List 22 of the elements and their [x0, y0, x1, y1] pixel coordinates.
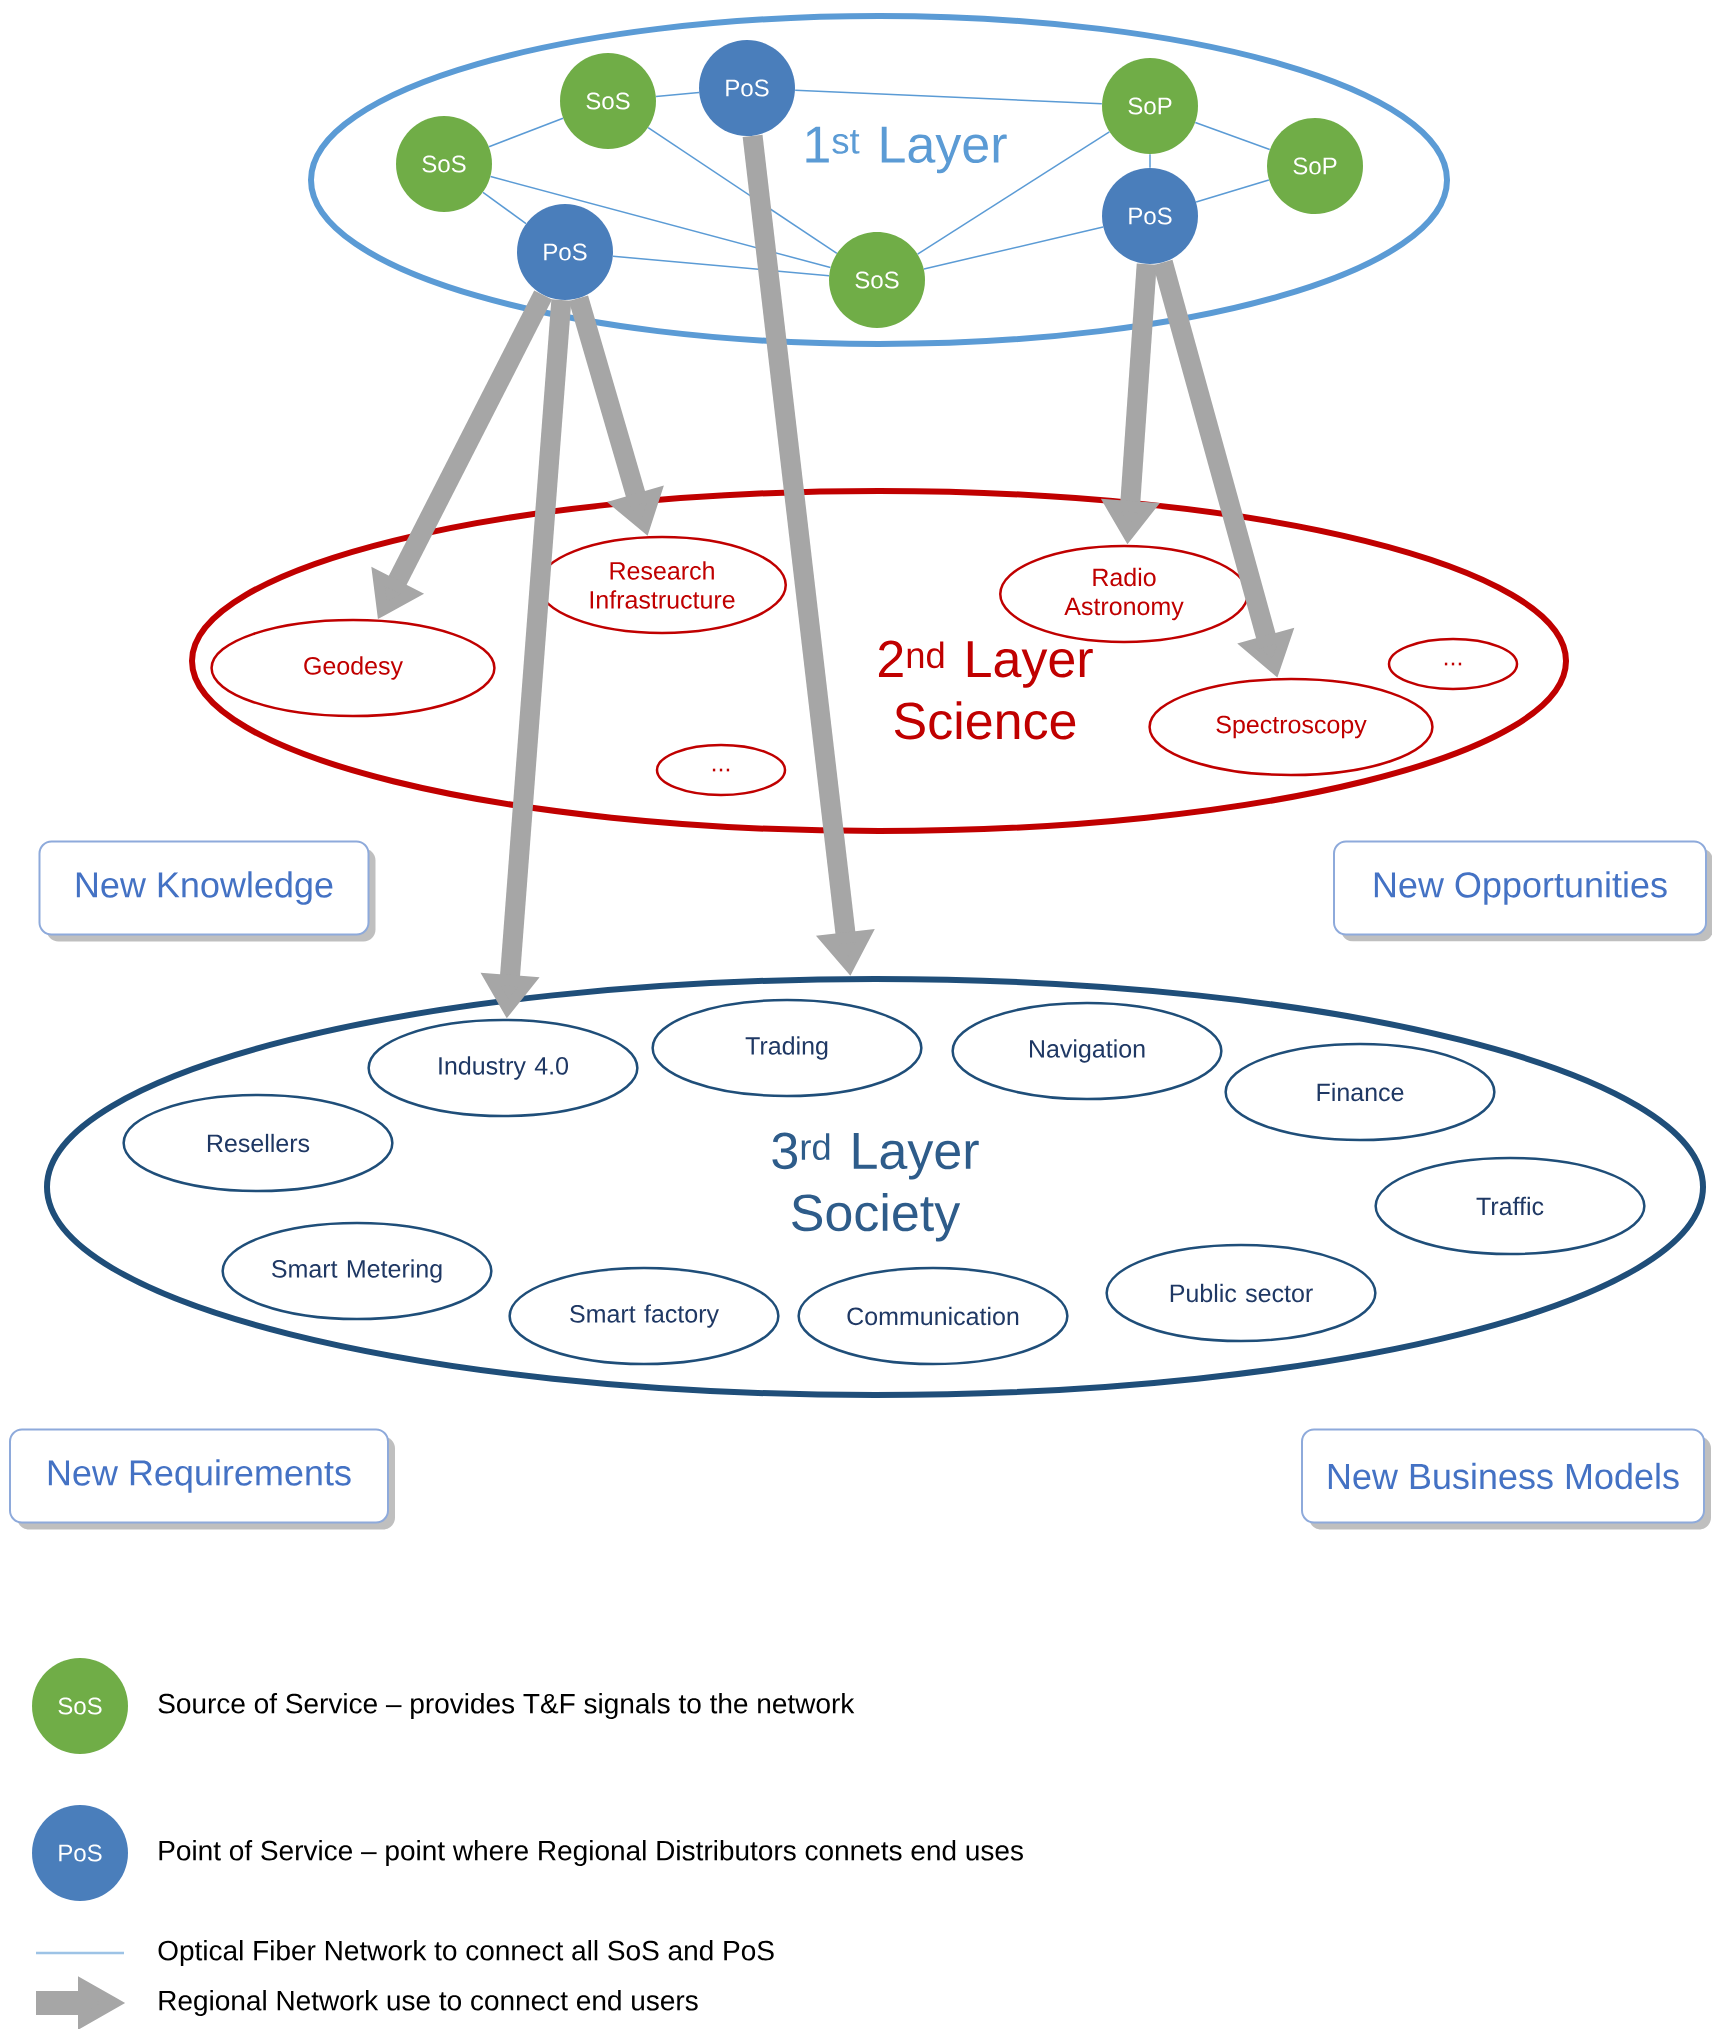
outcome-box: New Knowledge — [38, 840, 376, 942]
fiber-line — [489, 175, 832, 269]
fiber-line — [612, 255, 830, 277]
fiber-line — [482, 191, 527, 225]
fiber-line — [1194, 121, 1271, 151]
fiber-line — [794, 89, 1103, 105]
legend-text: Regional Network use to connect end users — [159, 1990, 698, 2017]
legend-text: Point of Service – point where Regional Distributors connets end uses — [159, 1840, 1023, 1867]
outcome-box: New Requirements — [9, 1428, 395, 1530]
fiber-line — [1195, 179, 1270, 203]
legend-text: Optical Fiber Network to connect all SoS and PoS — [158, 1940, 774, 1967]
layer-title: 1$^{st}$ Layer — [806, 126, 1007, 174]
outcome-box: New Opportunities — [1333, 840, 1712, 942]
fiber-line — [923, 226, 1104, 270]
fiber-line — [1149, 153, 1151, 169]
layer-title: 3$^{rd}$ Layer Society — [772, 1132, 979, 1242]
outcome-box: New Business Models — [1301, 1428, 1711, 1530]
legend-text: Source of Service – provides T&F signals to the network — [158, 1693, 855, 1720]
fiber-line — [655, 91, 700, 98]
fiber-line — [916, 131, 1111, 255]
fiber-line — [488, 117, 564, 148]
fiber-line — [647, 126, 838, 255]
